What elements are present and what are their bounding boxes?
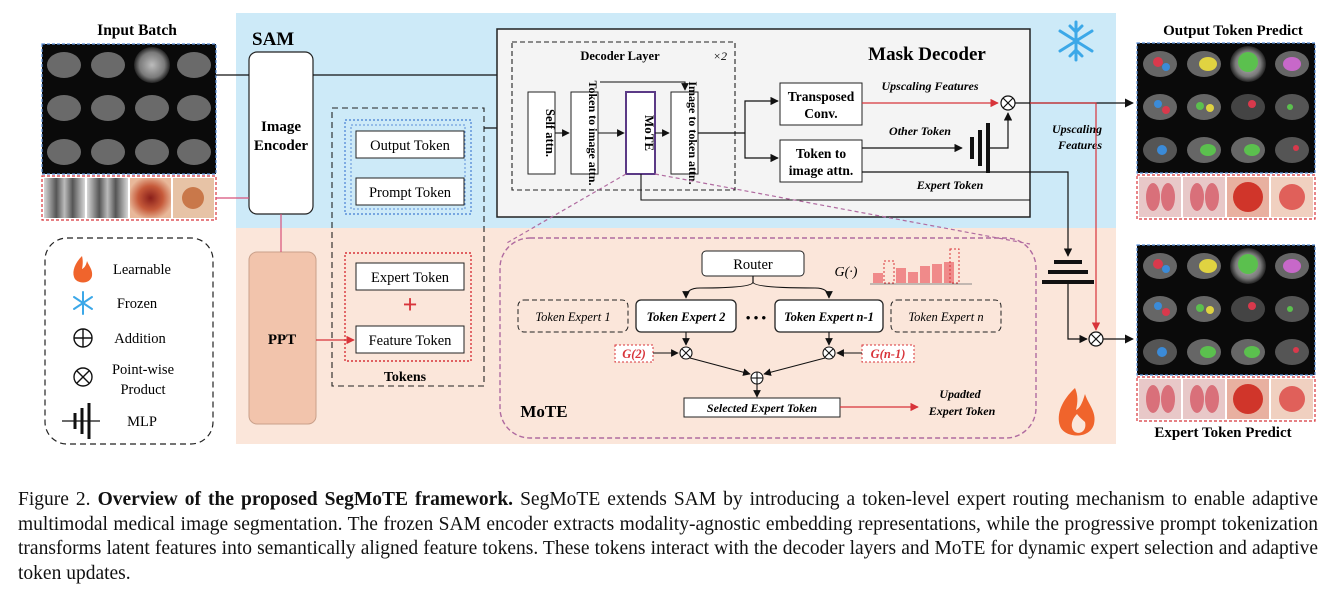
flame-icon bbox=[1058, 388, 1095, 436]
token-expert-n-label: Token Expert n bbox=[908, 310, 983, 324]
token-expert-1-box bbox=[517, 299, 629, 333]
product-node-bottom bbox=[1088, 331, 1104, 347]
gating-function-label: G(·) bbox=[835, 265, 858, 280]
segmote-framework-diagram: Input Batch SAM Image Encoder PPT Output bbox=[41, 13, 1316, 445]
legend-pointwise-1: Point-wise bbox=[112, 362, 174, 378]
caption-bold: Overview of the proposed SegMoTE framewo… bbox=[97, 489, 514, 510]
selected-expert-token-label: Selected Expert Token bbox=[707, 401, 818, 415]
g2-label: G(2) bbox=[622, 347, 646, 361]
plus-sign: + bbox=[403, 290, 418, 319]
output-prediction-grid bbox=[1136, 42, 1316, 220]
legend-pointwise-2: Product bbox=[120, 382, 165, 398]
legend-snowflake-icon bbox=[73, 291, 93, 315]
mote-region-title: MoTE bbox=[520, 402, 567, 421]
token-to-image-attn-label: Token to image attn. bbox=[586, 81, 600, 186]
mlp-icon-right bbox=[1042, 260, 1094, 284]
output-token-label: Output Token bbox=[370, 138, 450, 154]
decoder-repeat-label: ×2 bbox=[713, 49, 727, 63]
tokens-group bbox=[331, 107, 485, 387]
mote-region bbox=[499, 237, 1037, 439]
prompt-token-box bbox=[355, 177, 465, 206]
snowflake-icon bbox=[1058, 20, 1094, 62]
product-node-top bbox=[1000, 95, 1016, 111]
self-attn-box bbox=[527, 91, 556, 175]
legend-mlp-icon bbox=[62, 403, 100, 439]
ppt-box bbox=[248, 251, 317, 425]
tokens-label: Tokens bbox=[384, 370, 427, 385]
token-to-image-attn-box bbox=[570, 91, 599, 175]
expert-token-predict-title: Expert Token Predict bbox=[1154, 425, 1291, 441]
updated-label-1: Upadted bbox=[939, 387, 981, 401]
legend-flame-icon bbox=[73, 256, 93, 283]
feature-token-label: Feature Token bbox=[369, 333, 453, 349]
transposed-label-2: Conv. bbox=[804, 106, 837, 121]
decoder-layer-group bbox=[511, 41, 736, 191]
self-attn-label: Self attn. bbox=[543, 109, 557, 157]
upscaling-features-label: Upscaling Features bbox=[881, 79, 978, 93]
decoder-layer-title: Decoder Layer bbox=[580, 49, 660, 63]
expert-token-label: Expert Token bbox=[371, 270, 450, 286]
sam-title: SAM bbox=[252, 29, 294, 50]
other-token-label: Other Token bbox=[889, 124, 951, 138]
experts-ellipsis: • • • bbox=[746, 310, 767, 325]
legend-learnable: Learnable bbox=[113, 262, 171, 278]
token-to-image-box bbox=[779, 139, 863, 183]
gn1-label: G(n-1) bbox=[871, 347, 906, 361]
legend-mlp: MLP bbox=[127, 414, 157, 430]
output-token-box bbox=[355, 130, 465, 159]
router-label: Router bbox=[733, 257, 773, 273]
legend-frozen: Frozen bbox=[117, 296, 158, 312]
image-to-token-attn-label: Image to token attn. bbox=[686, 81, 700, 184]
ppt-label: PPT bbox=[268, 332, 296, 348]
upscaling-right-label-2: Features bbox=[1057, 138, 1102, 152]
gating-histogram bbox=[870, 248, 972, 285]
legend-box bbox=[44, 237, 214, 445]
token-expert-n-box bbox=[890, 299, 1002, 333]
expert-prediction-grid bbox=[1136, 244, 1316, 422]
expert-token-box bbox=[355, 262, 465, 291]
feature-token-box bbox=[355, 325, 465, 354]
token-expert-1-label: Token Expert 1 bbox=[535, 310, 610, 324]
input-batch-title: Input Batch bbox=[97, 22, 177, 39]
legend-addition-icon bbox=[73, 328, 93, 348]
product-node-right bbox=[822, 346, 836, 360]
mote-block-label: MoTE bbox=[642, 115, 657, 151]
image-to-token-attn-box bbox=[670, 91, 699, 175]
figure-caption: Figure 2. Overview of the proposed SegMo… bbox=[18, 488, 1318, 586]
caption-prefix: Figure 2. bbox=[18, 489, 98, 510]
input-image-grid bbox=[41, 43, 217, 221]
output-token-predict-title: Output Token Predict bbox=[1163, 23, 1303, 39]
addition-node bbox=[750, 371, 764, 385]
image-encoder-label-2: Encoder bbox=[254, 138, 309, 154]
mlp-icon bbox=[970, 123, 990, 173]
caption-text: SegMoTE extends SAM by introducing a tok… bbox=[18, 489, 1318, 584]
legend-addition: Addition bbox=[114, 331, 166, 347]
token-expert-n1-label: Token Expert n-1 bbox=[784, 310, 874, 324]
updated-label-2: Expert Token bbox=[928, 404, 996, 418]
token-to-image-label-2: image attn. bbox=[789, 163, 854, 178]
transposed-label-1: Transposed bbox=[788, 89, 855, 104]
token-expert-2-label: Token Expert 2 bbox=[647, 310, 726, 324]
g2-box bbox=[614, 344, 654, 363]
mote-block-box bbox=[625, 91, 656, 175]
upscaling-right-label-1: Upscaling bbox=[1052, 122, 1102, 136]
mask-decoder-title: Mask Decoder bbox=[868, 44, 986, 65]
legend-product-icon bbox=[73, 367, 93, 387]
transposed-conv-box bbox=[779, 82, 863, 126]
image-encoder-label-1: Image bbox=[261, 119, 301, 135]
token-to-image-label-1: Token to bbox=[796, 146, 846, 161]
prompt-token-label: Prompt Token bbox=[369, 185, 452, 201]
product-node-left bbox=[679, 346, 693, 360]
expert-token-flow-label: Expert Token bbox=[916, 178, 984, 192]
